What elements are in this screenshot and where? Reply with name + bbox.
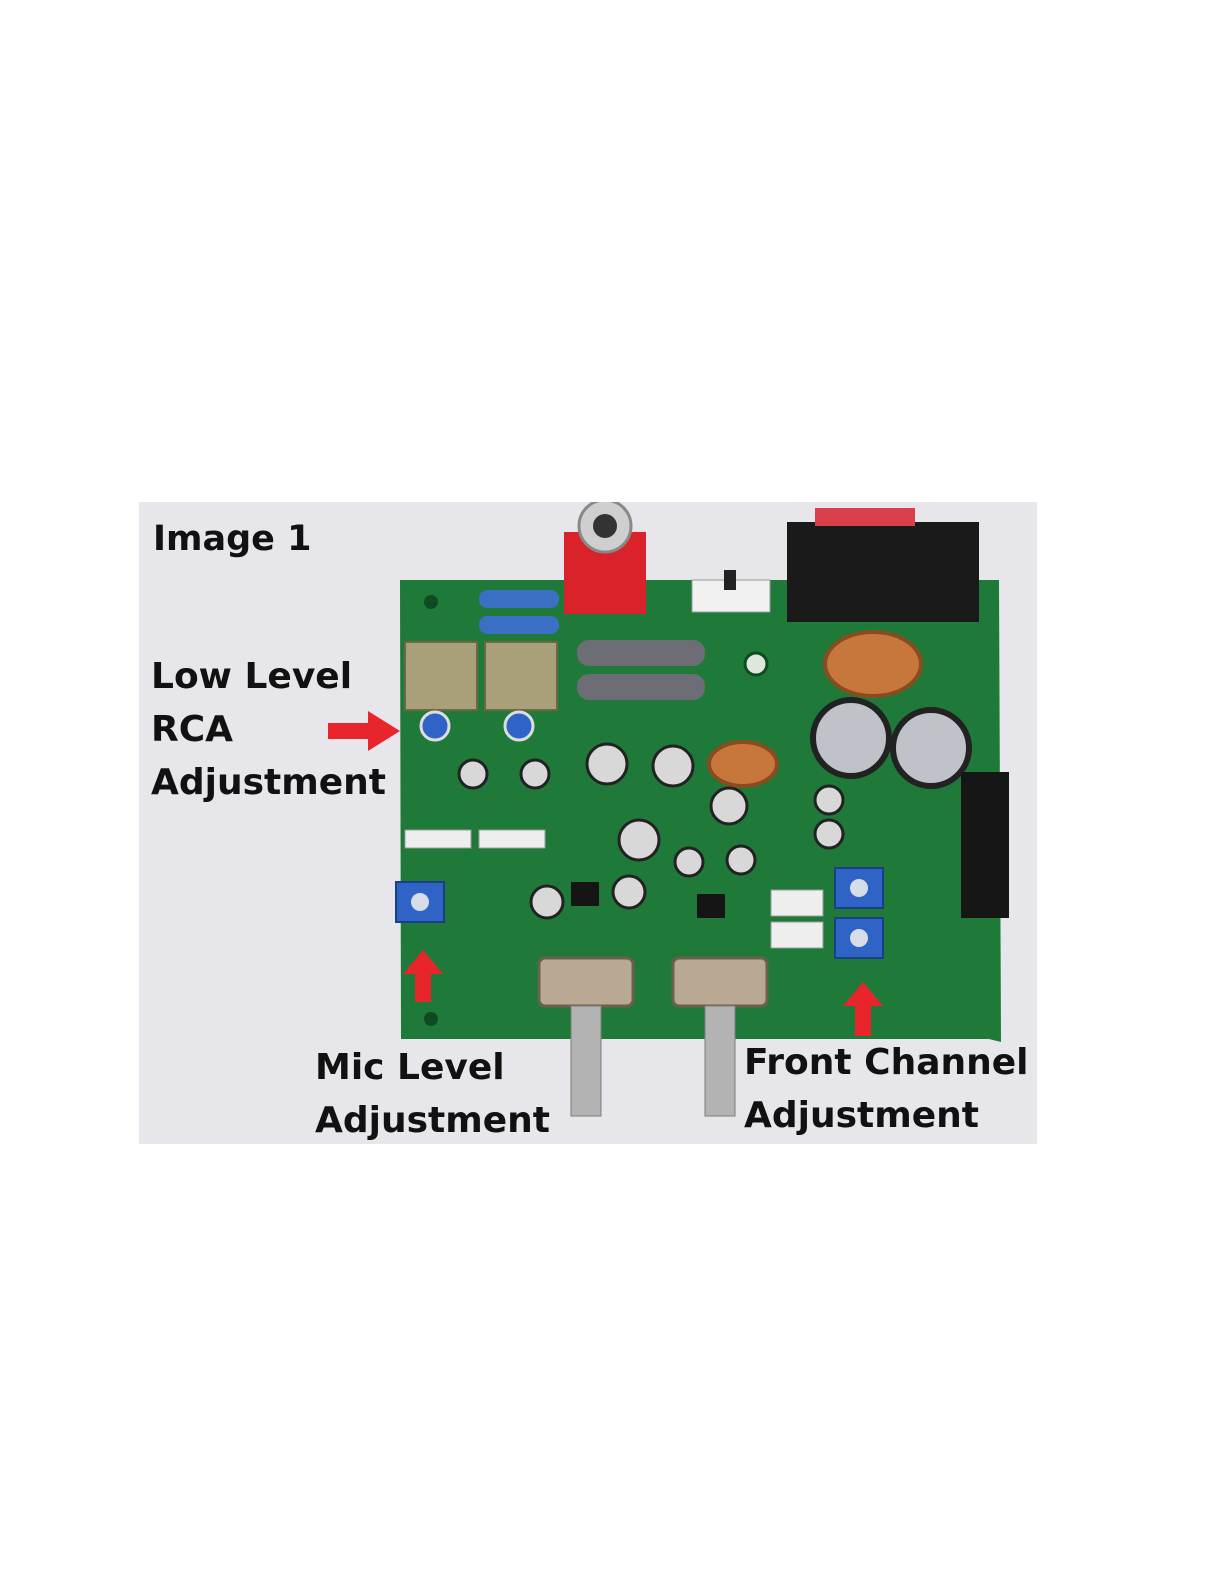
mic-trim-pot-screw <box>411 893 429 911</box>
capacitor <box>613 876 645 908</box>
power-connector-cap <box>815 508 915 526</box>
resistor <box>479 590 559 608</box>
capacitor <box>521 760 549 788</box>
slide-switch-lever <box>724 570 736 590</box>
label-line: Adjustment <box>151 765 386 818</box>
label-line: Low Level <box>151 659 386 712</box>
power-resistor <box>577 674 705 700</box>
transformer <box>485 642 557 710</box>
front-trim-pot-screw <box>850 879 868 897</box>
header-connector <box>405 830 471 848</box>
capacitor <box>727 846 755 874</box>
capacitor <box>815 786 843 814</box>
potentiometer-shaft <box>705 1006 735 1116</box>
ribbon-connector <box>961 772 1009 918</box>
up-arrow-icon <box>403 950 443 1002</box>
header-connector <box>479 830 545 848</box>
potentiometer-body <box>539 958 633 1006</box>
ic-chip <box>697 894 725 918</box>
mount-hole <box>745 653 767 675</box>
capacitor <box>619 820 659 860</box>
capacitor <box>459 760 487 788</box>
capacitor <box>675 848 703 876</box>
capacitor <box>653 746 693 786</box>
ic-chip <box>571 882 599 906</box>
label-line: Adjustment <box>315 1103 550 1156</box>
transformer <box>405 642 477 710</box>
resistor <box>479 616 559 634</box>
label-line: Adjustment <box>744 1098 1029 1151</box>
power-connector <box>787 522 979 622</box>
rca-trim-pot <box>421 712 449 740</box>
front-trim-pot-screw <box>850 929 868 947</box>
rca-trim-pot <box>505 712 533 740</box>
toroid-inductor <box>825 632 921 696</box>
potentiometer-body <box>673 958 767 1006</box>
rca-jack-hole <box>593 514 617 538</box>
mount-hole <box>424 1012 438 1026</box>
right-arrow-icon <box>328 711 400 751</box>
up-arrow-icon <box>843 982 883 1036</box>
header-connector <box>771 890 823 916</box>
toroid-inductor <box>709 742 777 786</box>
capacitor <box>711 788 747 824</box>
mount-hole <box>424 595 438 609</box>
capacitor <box>815 820 843 848</box>
electrolytic-capacitor <box>893 710 969 786</box>
capacitor <box>531 886 563 918</box>
potentiometer-shaft <box>571 1006 601 1116</box>
capacitor <box>587 744 627 784</box>
label-line: Front Channel <box>744 1045 1029 1098</box>
image-title: Image 1 <box>153 522 311 557</box>
electrolytic-capacitor <box>813 700 889 776</box>
label-line: Mic Level <box>315 1050 550 1103</box>
mic-level-adjustment-label: Mic Level Adjustment <box>315 1050 550 1156</box>
power-resistor <box>577 640 705 666</box>
header-connector <box>771 922 823 948</box>
front-channel-adjustment-label: Front Channel Adjustment <box>744 1045 1029 1151</box>
